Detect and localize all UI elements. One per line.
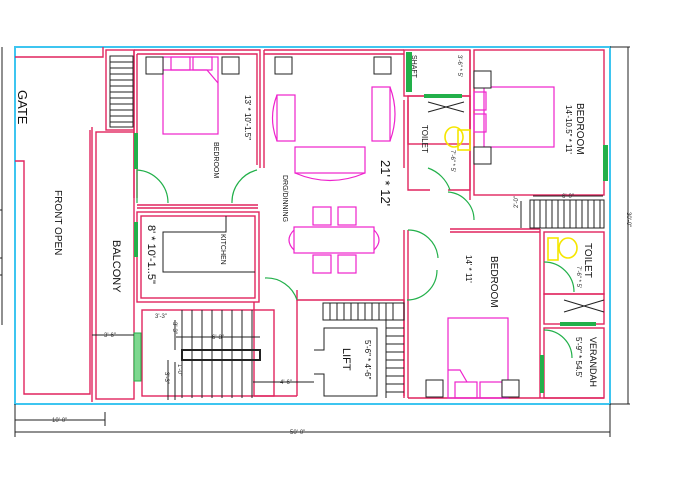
bedroom2-label: BEDROOM (574, 103, 585, 155)
bedroom3-label: BEDROOM (488, 256, 499, 308)
shaft-label: SHAFT (410, 55, 417, 79)
dimension-labels: 50'-0" 10'-0" 30'-0" 3'-6" 3'-3" 3'-3" 6… (52, 194, 631, 436)
dim-balcony-width: 3'-6" (104, 333, 116, 339)
bedroom2-size: 14'-10.5" * 11' (564, 105, 573, 154)
kitchen-label: KITCHEN (219, 234, 226, 265)
doors (136, 167, 575, 359)
drawing-size: 21' * 12' (378, 160, 393, 206)
rear-staircase (520, 195, 605, 229)
shower-cross (427, 101, 605, 313)
verandah-label: VERANDAH (588, 337, 598, 387)
toilet2-size: 7'-6" * 5' (575, 266, 581, 288)
dimension-lines (14, 46, 630, 437)
bedroom1-size: 13' * 10'-1.5" (243, 95, 252, 140)
site-boundary (14, 46, 611, 405)
dim-front-width: 10'-0" (52, 418, 67, 424)
windows (133, 52, 608, 393)
bedroom3-size: 14' * 11' (464, 255, 473, 283)
dim-rear-stair-width: 6'-0" (562, 194, 574, 200)
main-staircase (167, 310, 297, 400)
dim-rear-stair-depth: 2'-0" (514, 196, 520, 208)
dim-stair-landing-1: 3'-3" (155, 314, 167, 320)
dim-stair-gap: 1'-0" (176, 364, 182, 376)
bedroom1-label: BEDROOM (212, 142, 219, 178)
verandah-size: 5'-9" * 54.5' (574, 337, 583, 378)
dim-total-width: 50'-0" (290, 430, 305, 436)
lift-label: LIFT (340, 348, 352, 371)
toilet-fixtures (444, 126, 578, 261)
kitchen-counter (162, 216, 255, 273)
kitchen-size: 8' * 10'-1..5" (145, 225, 157, 284)
gate-label: GATE (15, 90, 30, 125)
left-edge-lines (0, 47, 3, 325)
lift-side-stairs (253, 302, 405, 398)
walls (15, 47, 605, 402)
dim-stair-length: 6'-8" (212, 335, 224, 341)
top-left-staircase (109, 55, 134, 128)
toilet1-label: TOILET (420, 125, 429, 153)
dim-passage: 4'-6" (280, 380, 292, 386)
lift-size: 5'-6" * 4'-6" (363, 340, 372, 380)
room-labels: GATE FRONT OPEN BALCONY BEDROOM 13' * 10… (15, 55, 598, 387)
toilet2-label: TOILET (582, 243, 593, 278)
drawing-dining-label: DRG/DINNING (281, 175, 288, 222)
dim-total-depth: 30'-0" (625, 212, 631, 227)
toilet1-size: 7'-6" * 5' (449, 150, 455, 172)
dim-stair-flight: 3'-3" (163, 372, 169, 384)
shaft-size: 3'-6" * 5' (456, 55, 462, 77)
dim-stair-landing-2: 3'-3" (171, 322, 177, 334)
balcony-label: BALCONY (110, 240, 122, 293)
front-open-label: FRONT OPEN (52, 190, 63, 255)
nightstands (145, 56, 520, 398)
